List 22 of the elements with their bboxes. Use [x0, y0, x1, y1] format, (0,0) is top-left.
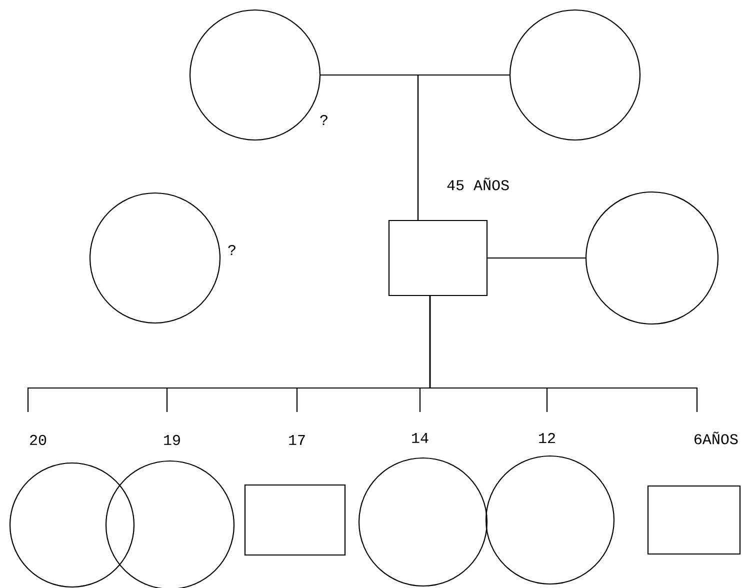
age-label: 19: [164, 434, 180, 446]
circle-symbol: [189, 9, 321, 141]
couple-line: [488, 257, 586, 259]
age-label: ?: [320, 114, 328, 126]
age-label: 17: [289, 435, 305, 445]
circle-symbol: [585, 191, 719, 325]
age-label: ?: [228, 244, 236, 255]
square-symbol: [647, 485, 741, 555]
square-symbol: [244, 484, 346, 556]
descent-line: [429, 296, 698, 412]
age-label: 14: [412, 433, 428, 443]
circle-symbol: [485, 455, 615, 585]
age-label: 12: [539, 432, 555, 443]
circle-symbol: [509, 9, 641, 141]
circle-symbol: [89, 192, 221, 324]
age-label: 45 AÑOS: [447, 178, 509, 190]
square-symbol: [388, 220, 488, 296]
circle-symbol: [9, 462, 135, 588]
descent-line: [417, 74, 510, 220]
circle-symbol: [358, 457, 488, 587]
age-label: 20: [30, 434, 46, 446]
age-label: 6AÑOS: [694, 432, 738, 444]
